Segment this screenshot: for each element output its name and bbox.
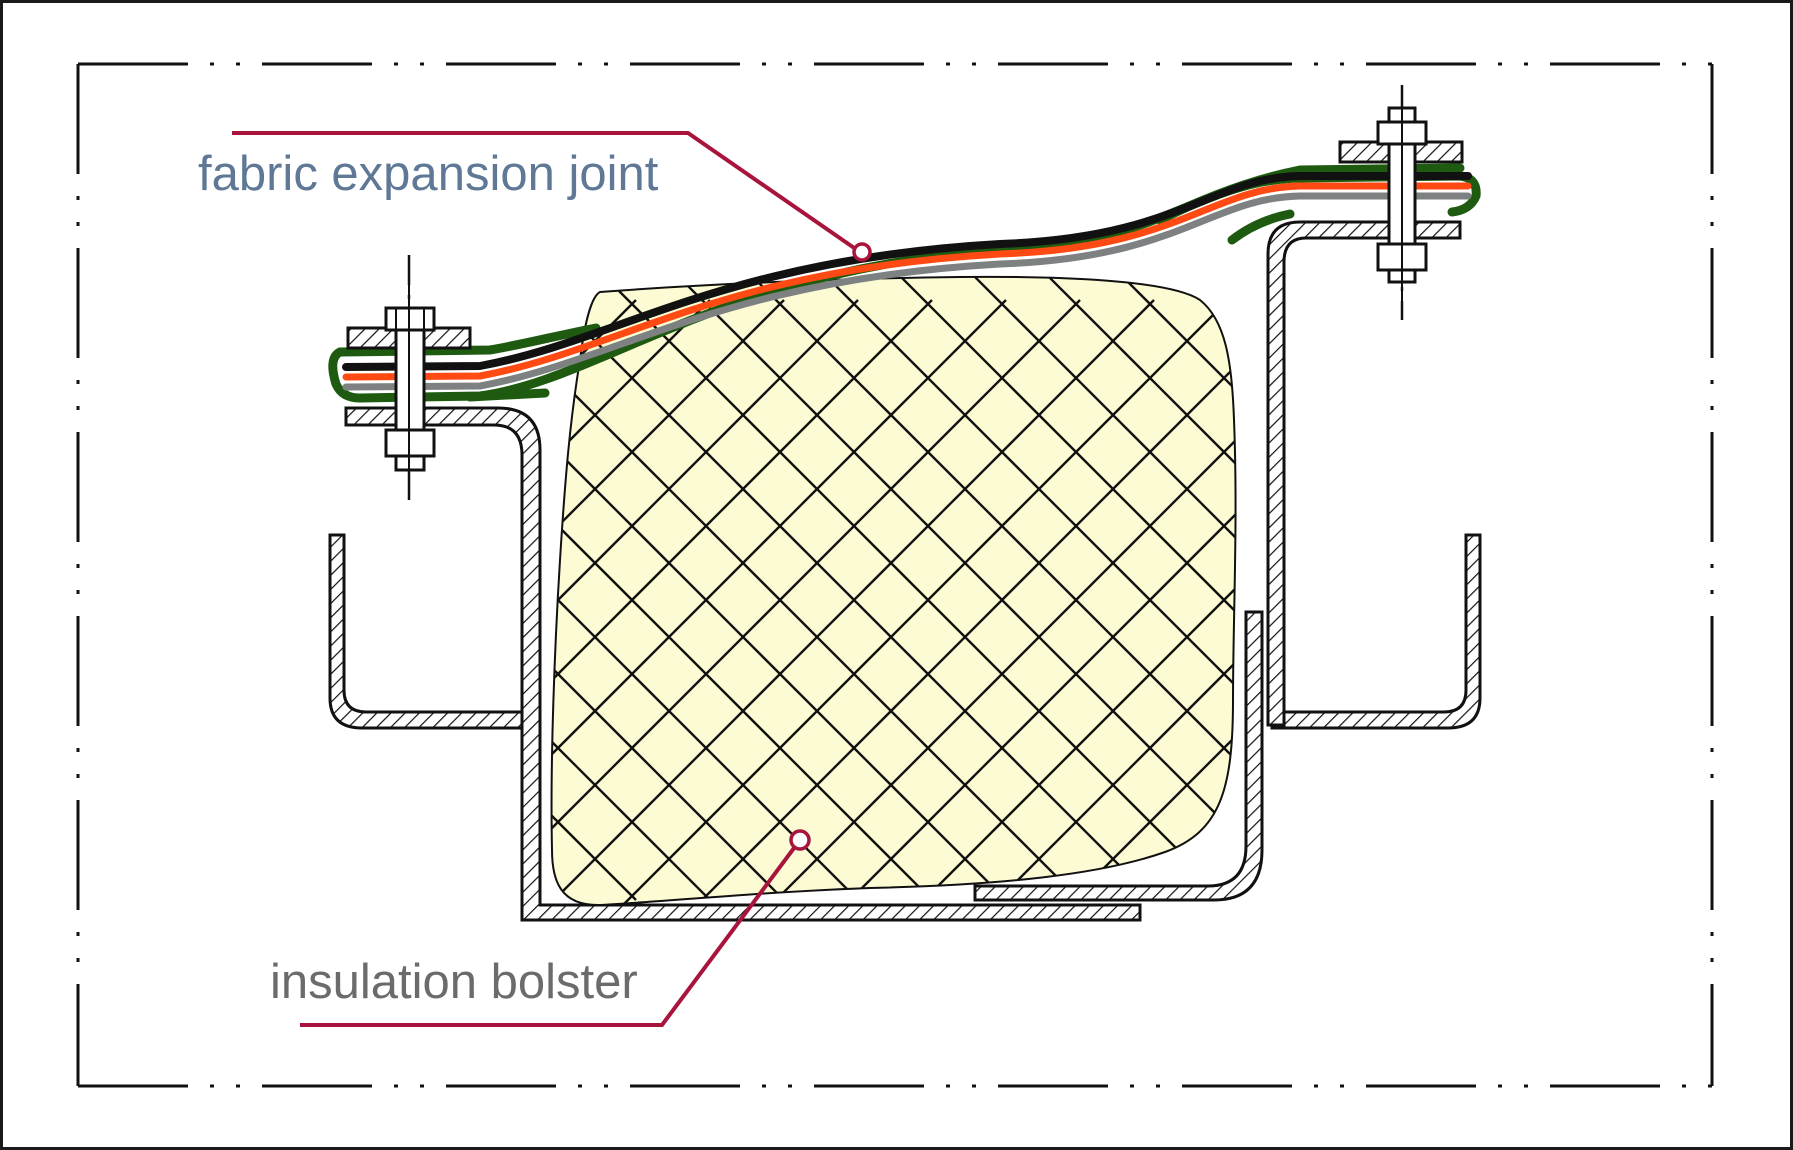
bolster-mesh-line [551,299,1155,906]
bolster-mesh-line [0,300,266,1000]
right-flange-bolt [1338,85,1464,320]
bolster-mesh-line [551,276,859,901]
fabric-gray-layer [342,192,1472,391]
bolster-mesh-line [551,276,563,901]
bolster-mesh-line [551,299,859,906]
bolster-mesh-line [675,299,1236,906]
bolster-mesh-line [0,200,44,900]
fabric-red-layer [342,182,1472,381]
bolster-mesh-line [0,200,340,900]
bolster-mesh-line [1342,200,1793,900]
inner-return-plate [973,610,1264,902]
bolster-mesh-line [0,300,414,1000]
bolster-mesh-line [0,300,192,1000]
fabric-green-bottom-right [1227,209,1295,245]
bolster-mesh-line [0,200,414,900]
fabric-expansion-joint [328,163,1481,403]
bolster-mesh-line [1490,200,1793,900]
bolster-mesh-line [0,300,118,1000]
phantom-frame [76,62,1714,1088]
bolster-mesh-line [551,299,933,906]
bolster-mesh-line [749,299,1236,906]
bolster-mesh-line [897,276,1236,901]
bolster-mesh-line [0,200,118,900]
bolster-mesh-line [551,299,785,906]
insulation-bolster [0,200,1793,1000]
bolster-mesh-line [823,276,1236,901]
bolster-mesh-line [551,299,563,906]
bolster-mesh-line [749,276,1236,901]
bolster-mesh-line [1638,200,1793,900]
bolster-mesh-line [1342,300,1793,1000]
bolster-mesh-line [551,276,711,901]
insulation-leader [300,829,811,1027]
bolster-mesh-line [1564,300,1793,1000]
bolster-mesh-line [1490,300,1793,1000]
bolster-mesh-line [551,276,933,901]
bolster-mesh-line [675,276,1236,901]
bolster-mesh-line [551,299,1081,906]
bolster-mesh-line [551,299,711,906]
fabric-green-top [335,323,601,357]
insulation-bolster-label: insulation bolster [270,955,638,1009]
bolster-mesh-line [601,299,1236,906]
bolster-mesh-line [551,276,1007,901]
right-duct-angle [1270,533,1482,730]
bolster-mesh-line [1045,276,1236,901]
left-flange-bolt [346,255,472,500]
bolster-mesh-line [1638,300,1793,1000]
bolster-mesh-line [551,299,1007,906]
bolster-mesh-line [0,300,340,1000]
right-frame-channel [1266,220,1462,727]
bolster-mesh-line [1268,200,1793,900]
fabric-expansion-joint-label: fabric expansion joint [198,147,659,201]
bolster-mesh-line [551,299,1229,906]
bolster-mesh-line [0,200,266,900]
bolster-mesh-line [0,200,488,900]
bolster-mesh-line [1564,200,1793,900]
bolster-mesh-line [0,200,192,900]
fabric-green-bottom-left [465,388,550,402]
bolster-mesh-line [823,299,1236,906]
bolster-mesh-line [971,276,1236,901]
bolster-mesh-line [1268,300,1793,1000]
fabric-leader [232,131,872,262]
bolster-mesh-line [551,276,785,901]
left-frame-channel [344,406,1142,922]
bolster-mesh-line [0,300,44,1000]
fabric-black-layer [342,172,1472,371]
bolster-mesh-line [601,276,1236,901]
bolster-mesh-line [551,276,1081,901]
left-duct-angle [328,533,532,730]
